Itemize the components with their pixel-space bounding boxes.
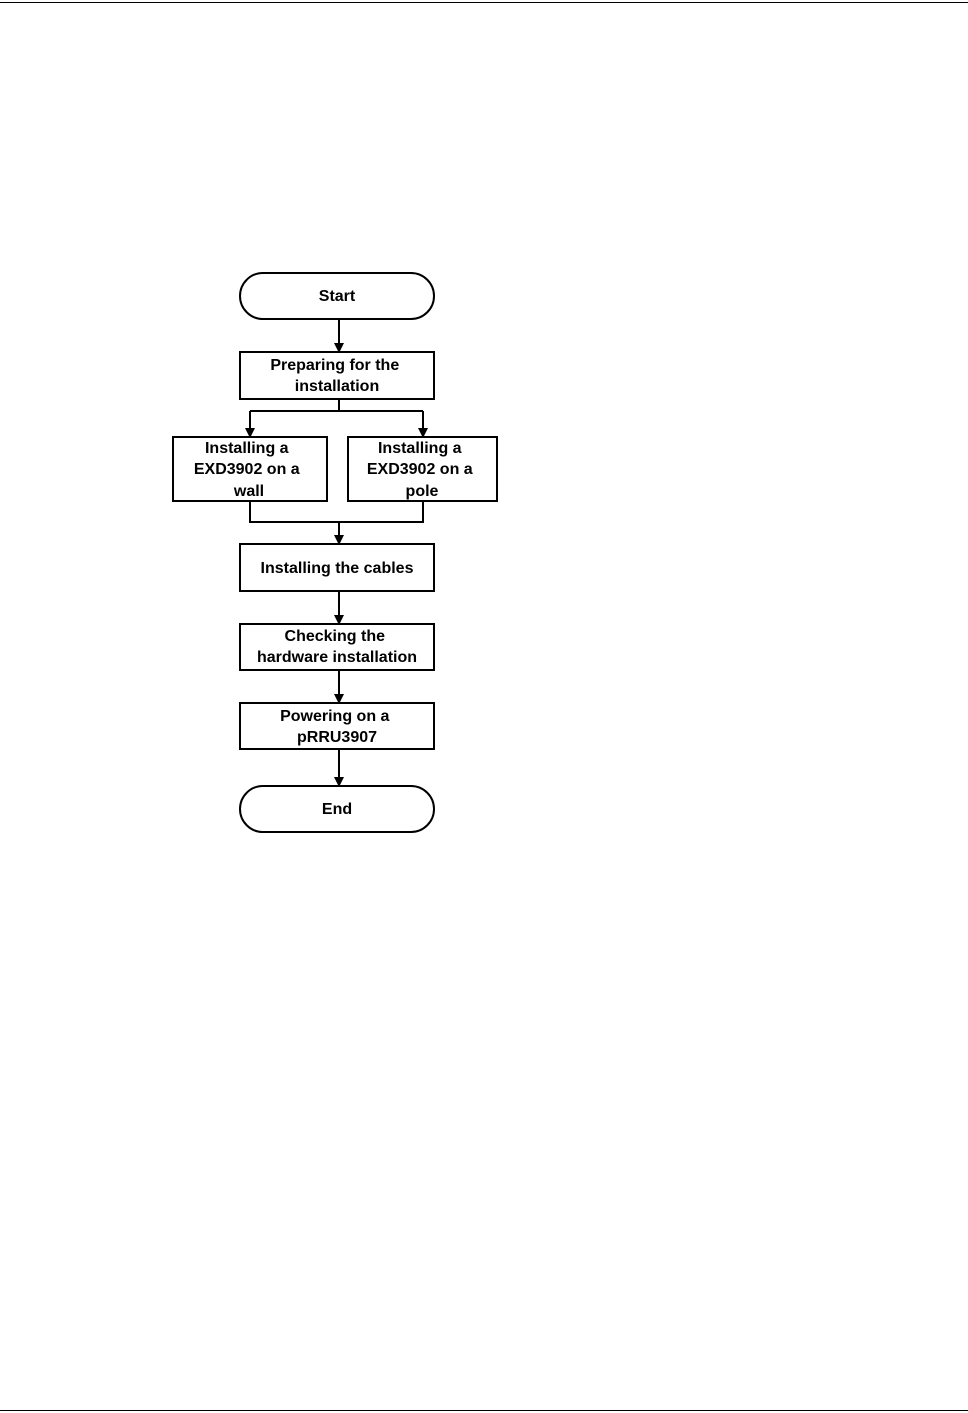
end-label: End	[322, 801, 352, 818]
install-wall-node: Installing a EXD3902 on a wall	[173, 437, 327, 501]
prepare-node: Preparing for the installation	[240, 352, 434, 399]
start-node: Start	[240, 273, 434, 319]
split-connector	[250, 399, 423, 437]
install-pole-node: Installing a EXD3902 on a pole	[348, 437, 497, 501]
check-hardware-node: Checking the hardware installation	[240, 624, 434, 670]
start-label: Start	[319, 288, 356, 305]
power-on-node: Powering on a pRRU3907	[240, 703, 434, 749]
install-cables-node: Installing the cables	[240, 544, 434, 591]
install-cables-label: Installing the cables	[261, 560, 414, 577]
footer-rule	[0, 1410, 968, 1411]
merge-connector	[249, 501, 424, 544]
end-node: End	[240, 786, 434, 832]
